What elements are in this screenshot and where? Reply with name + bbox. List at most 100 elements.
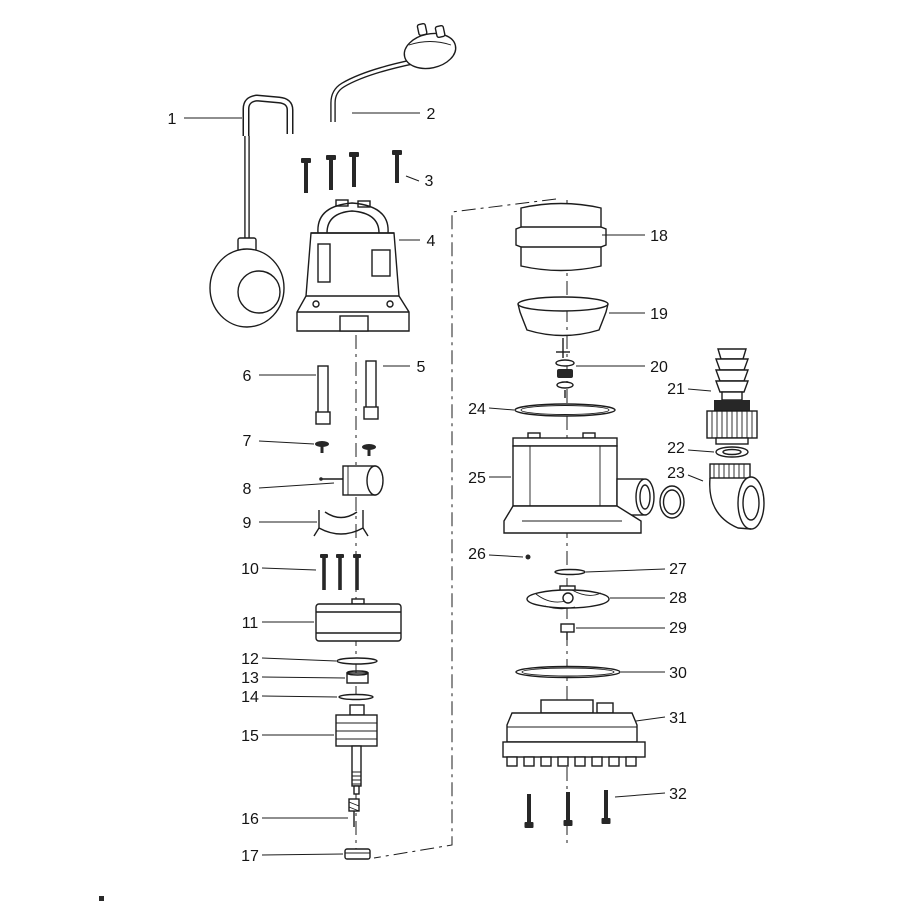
callout-19: 19 [609,306,668,323]
callout-label: 15 [241,728,259,745]
callout-label: 4 [427,233,436,250]
part-seal-housing-cap [517,296,609,358]
callout-5: 5 [383,359,426,376]
callout-label: 3 [425,173,434,190]
screw-icon [301,158,311,193]
callout-21: 21 [667,381,712,398]
part-impeller [526,585,610,610]
callout-24: 24 [468,401,515,418]
callout-label: 25 [468,470,486,487]
plug-pin [434,24,446,39]
callout-12: 12 [241,651,337,668]
part-small-screws [315,441,376,456]
part-o-ring [659,485,685,519]
callout-label: 32 [669,786,687,803]
callout-label: 21 [667,381,685,398]
callout-22: 22 [667,440,715,457]
callout-15: 15 [241,728,334,745]
callout-30: 30 [621,665,687,682]
part-hose-adapter [706,348,758,445]
callout-25: 25 [468,470,511,487]
callout-2: 2 [352,106,436,123]
callout-label: 26 [468,546,486,563]
part-shim-washer [338,693,374,701]
callout-label: 28 [669,590,687,607]
part-spring-pin [348,798,360,827]
callout-label: 8 [243,481,252,498]
callout-label: 2 [427,106,436,123]
callout-label: 14 [241,689,259,706]
callout-label: 23 [667,465,685,482]
part-wear-plate [515,665,621,679]
callout-label: 19 [650,306,668,323]
callout-11: 11 [242,615,314,632]
part-base-strainer [502,699,646,767]
callout-label: 31 [669,710,687,727]
callout-4: 4 [399,233,436,250]
part-base-screws [524,790,611,828]
part-gasket-disc [514,403,616,417]
callout-17: 17 [241,848,344,865]
plug-body [403,32,457,70]
part-elbow-outlet [709,463,765,530]
plug-pin [416,22,428,37]
callout-14: 14 [241,689,338,706]
callout-28: 28 [610,590,687,607]
callout-13: 13 [241,670,346,687]
screw-icon [349,152,359,187]
float-inner [237,270,281,314]
part-pin [525,554,531,560]
callout-label: 12 [241,651,259,668]
callout-label: 1 [168,111,177,128]
callout-label: 18 [650,228,668,245]
callout-label: 11 [242,615,259,632]
part-lower-bushing [344,848,371,860]
callout-20: 20 [576,359,668,376]
callout-26: 26 [468,546,524,563]
part-pump-housing [503,432,655,534]
callout-label: 9 [243,515,252,532]
callout-6: 6 [243,368,316,385]
part-motor-jacket [515,202,607,272]
part-float-switch [209,94,294,328]
callout-27: 27 [585,561,687,578]
callout-label: 6 [243,368,252,385]
part-power-cord-plug [330,22,457,122]
callout-9: 9 [243,515,317,532]
callout-3: 3 [405,173,434,190]
callout-label: 17 [241,848,259,865]
screw-icon [392,150,402,183]
callout-23: 23 [667,465,704,482]
part-bolt-left [315,365,331,425]
part-clamp-bracket [313,510,369,537]
assembly-boundary-line [373,198,557,859]
callout-1: 1 [168,111,242,128]
callout-label: 5 [417,359,426,376]
callout-29: 29 [576,620,687,637]
part-bolt-right [363,360,379,420]
part-impeller-nut [560,623,575,640]
callout-label: 29 [669,620,687,637]
part-stator-housing [315,598,402,642]
part-upper-housing [296,199,410,332]
callout-18: 18 [602,228,668,245]
page-mark [99,896,104,901]
part-motor-screws [320,554,361,590]
part-washer [336,657,378,665]
callout-10: 10 [241,561,317,578]
part-seal-washer-stack [555,359,575,398]
callout-label: 7 [243,433,252,450]
part-flat-washer [715,446,749,458]
callout-label: 16 [241,811,259,828]
callout-label: 20 [650,359,668,376]
part-rotor-shaft [335,704,378,795]
callout-8: 8 [243,481,335,498]
callout-7: 7 [243,433,315,450]
screw-icon [326,155,336,190]
part-capacitor [319,465,384,496]
callout-label: 27 [669,561,687,578]
callout-31: 31 [635,710,687,727]
callout-label: 10 [241,561,259,578]
callout-label: 24 [468,401,486,418]
